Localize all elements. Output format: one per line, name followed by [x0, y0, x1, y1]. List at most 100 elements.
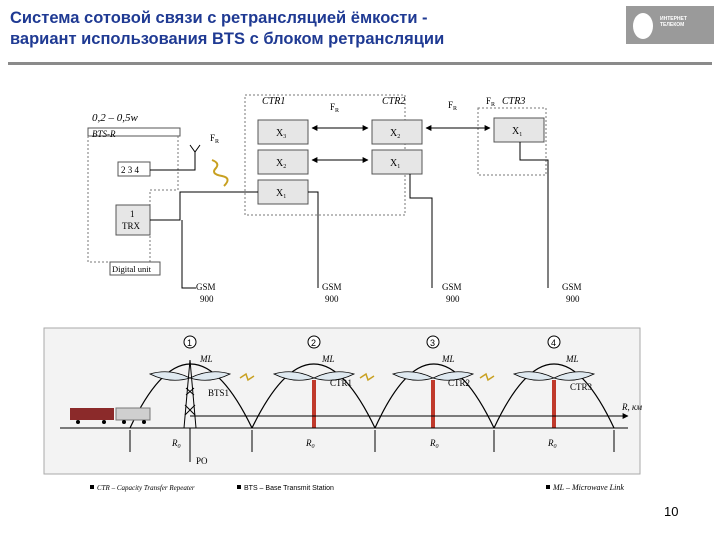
slide-title: Система сотовой связи с ретрансляцией ём… [10, 8, 590, 50]
ctr1-bottom-label: CTR1 [330, 378, 352, 388]
legend-bullet-bts [237, 485, 241, 489]
digital-unit-frame [87, 136, 179, 263]
line-x1-to-gsm2 [308, 191, 319, 288]
wave-icon-1 [239, 372, 255, 382]
marker-3-label: 3 [430, 338, 435, 348]
lobe-4-left [512, 371, 556, 381]
title-line-2: вариант использования BTS с блоком ретра… [10, 30, 445, 48]
ctr2-pole [431, 380, 435, 428]
bts-r-wave-icon [211, 159, 229, 187]
digital-unit-box [109, 261, 161, 276]
lobe-3-right [431, 371, 475, 381]
lobe-4-right [552, 371, 596, 381]
ctr2-x2-box [371, 119, 423, 145]
ctr1-x2-label: X2 [276, 158, 286, 170]
lobe-1-left [148, 371, 192, 381]
coverage-arc-4 [493, 363, 615, 429]
bts1-tower-icon [183, 359, 197, 429]
ctr3-bottom-label: CTR3 [570, 382, 593, 392]
egg-logo-icon [633, 13, 653, 39]
ctr3-label: CTR3 [502, 96, 525, 107]
r0-label-3: R0 [429, 438, 439, 450]
r-axis-label: R, км [621, 402, 642, 412]
fr-label-3: FR [486, 96, 495, 108]
fr-label-1: FR [330, 102, 339, 114]
ctr3-x1-label: X1 [512, 126, 522, 138]
coverage-arc-3 [374, 363, 495, 429]
gsm-band-2: 900 [325, 294, 339, 304]
ctr1-x1-label: X1 [276, 188, 286, 200]
r0-dimensions [129, 430, 615, 452]
slot-label: 2 3 4 [121, 165, 140, 175]
microwave-waves [239, 372, 495, 382]
trx-number: 1 [130, 209, 135, 219]
marker-2 [307, 335, 321, 349]
ctr1-x3-label: X3 [276, 128, 286, 140]
ctr3-box-outline [477, 107, 547, 176]
legend-bullet-ml [546, 485, 550, 489]
ml-label-4: ML [565, 354, 579, 364]
wave-icon-2 [359, 372, 375, 382]
line-ctr3-to-gsm4 [519, 142, 549, 288]
bts-r-box [87, 127, 181, 137]
gsm-band-1: 900 [200, 294, 214, 304]
ctr2-x1-label: X1 [390, 158, 400, 170]
bts-r-connector [150, 162, 196, 171]
fr-label-4: FR [210, 133, 219, 145]
bts-r-label: BTS-R [92, 129, 116, 139]
gsm-label-4: GSM [562, 282, 582, 292]
gsm-band-3: 900 [446, 294, 460, 304]
trx-box [115, 204, 151, 236]
legend-ml: ML – Microwave Link [552, 483, 624, 492]
fr-label-2: FR [448, 100, 457, 112]
trx-label: TRX [122, 221, 141, 231]
logo-line-1: ИНТЕРНЕТ [660, 16, 687, 22]
coverage-arc-2 [251, 363, 376, 429]
lobe-group [148, 371, 596, 381]
line-to-gsm1 [181, 220, 196, 289]
legend-bullet-ctr [90, 485, 94, 489]
bts1-label: BTS1 [208, 388, 229, 398]
ctr2-x1-box [371, 149, 423, 175]
r0-label-4: R0 [547, 438, 557, 450]
page-number: 10 [664, 504, 679, 519]
gsm-band-4: 900 [566, 294, 580, 304]
marker-4 [547, 335, 561, 349]
logo-line-2: ТЕЛЕКОМ [660, 22, 685, 28]
ctr1-pole [312, 380, 316, 428]
slot-box [117, 161, 151, 177]
title-divider [8, 62, 712, 65]
lobe-1-right [188, 371, 232, 381]
title-line-1: Система сотовой связи с ретрансляцией ём… [10, 9, 428, 27]
marker-2-label: 2 [311, 338, 316, 348]
bts-r-antenna-icon [189, 144, 201, 162]
r0-label-2: R0 [305, 438, 315, 450]
gsm-label-3: GSM [442, 282, 462, 292]
marker-3 [426, 335, 440, 349]
po-label: PO [196, 456, 208, 466]
ml-label-3: ML [441, 354, 455, 364]
gsm-label-2: GSM [322, 282, 342, 292]
legend-bts: BTS – Base Transmit Station [244, 485, 334, 492]
lobe-3-left [391, 371, 435, 381]
logo-text: ИНТЕРНЕТ ТЕЛЕКОМ [660, 16, 712, 28]
legend-ctr: CTR – Capacity Transfer Repeater [97, 484, 195, 492]
coverage-panel [43, 327, 641, 475]
line-x1-to-trx [150, 191, 258, 221]
gsm-label-1: GSM [196, 282, 216, 292]
ctr3-x1-box [493, 117, 545, 143]
marker-4-label: 4 [551, 338, 556, 348]
ctr2-bottom-label: CTR2 [448, 378, 470, 388]
ctr1-x2-box [257, 149, 309, 175]
ml-label-2: ML [321, 354, 335, 364]
train-icon [70, 407, 151, 424]
ctr2-label: CTR2 [382, 96, 405, 107]
ctr1-label: CTR1 [262, 96, 285, 107]
ctr2-x2-label: X2 [390, 128, 400, 140]
ctr3-pole [552, 380, 556, 428]
digital-unit-label: Digital unit [112, 264, 152, 274]
marker-1-label: 1 [187, 338, 192, 348]
marker-1 [183, 335, 197, 349]
lobe-2-left [272, 371, 316, 381]
